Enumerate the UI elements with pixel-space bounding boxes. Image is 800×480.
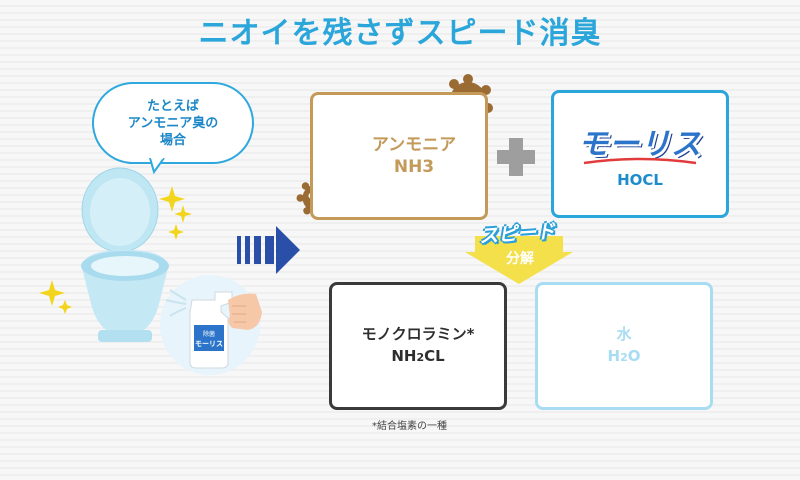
right-arrow-icon xyxy=(237,226,300,274)
bubble-tail-icon xyxy=(149,158,165,174)
spray-label-line-1: 除菌 xyxy=(203,330,215,338)
toilet-icon xyxy=(81,167,169,342)
ammonia-name: アンモニア xyxy=(371,135,457,155)
sparkle-icon xyxy=(39,186,192,314)
hand-icon xyxy=(228,293,262,330)
speech-bubble: たとえば アンモニア臭の 場合 xyxy=(92,82,254,164)
ammonia-box: アンモニア NH3 xyxy=(310,92,488,220)
spray-label-line-2: モーリス xyxy=(195,340,223,348)
monochloramine-formula: NH2CL xyxy=(391,347,445,365)
mollis-box: モーリス HOCL xyxy=(551,90,729,218)
logo-swoosh-icon xyxy=(583,157,697,165)
bubble-line-1: たとえば xyxy=(146,98,199,114)
ammonia-formula: NH3 xyxy=(393,157,435,177)
down-arrow-icon xyxy=(465,236,573,284)
water-box: 水 H2O xyxy=(535,282,713,410)
bubble-line-2: アンモニア臭の xyxy=(127,115,219,131)
page-title: ニオイを残さずスピード消臭 xyxy=(198,16,602,51)
decomposition-label: 分解 xyxy=(506,251,534,267)
water-formula: H2O xyxy=(607,347,641,365)
monochloramine-name: モノクロラミン* xyxy=(361,325,475,343)
mollis-formula: HOCL xyxy=(617,171,663,189)
plus-icon xyxy=(497,138,535,176)
water-name: 水 xyxy=(616,325,632,343)
monochloramine-box: モノクロラミン* NH2CL xyxy=(329,282,507,410)
mollis-logo: モーリス xyxy=(578,127,702,162)
footnote: *結合塩素の一種 xyxy=(372,421,447,432)
bubble-line-3: 場合 xyxy=(159,132,186,148)
